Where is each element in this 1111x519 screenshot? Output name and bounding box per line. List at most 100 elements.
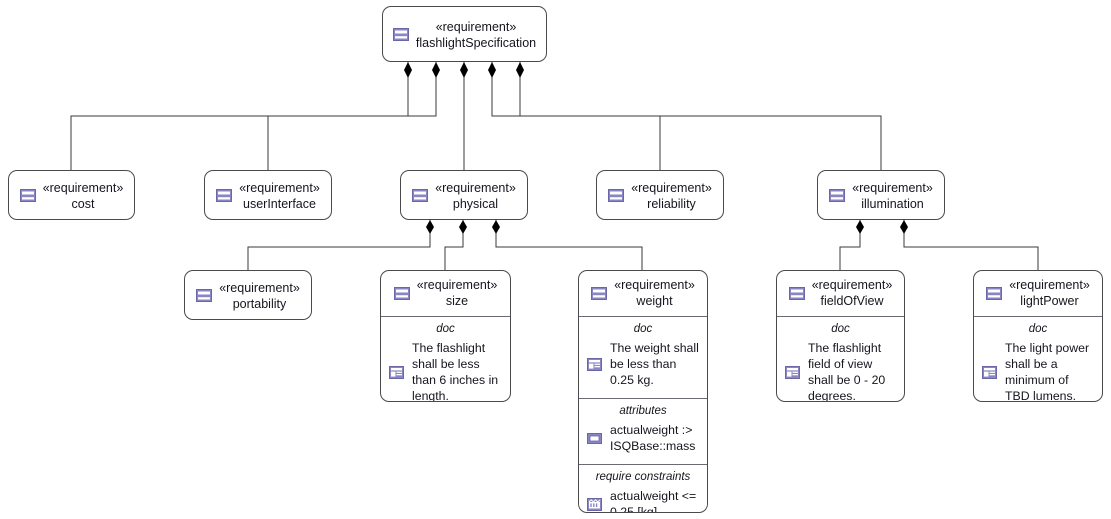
node-header: «requirement» lightPower — [974, 271, 1102, 316]
node-header: «requirement» weight — [579, 271, 707, 316]
compartment-text: The flashlight shall be less than 6 inch… — [412, 341, 499, 402]
requirement-icon — [986, 286, 1003, 300]
node-name: cost — [71, 196, 95, 211]
node-reliability[interactable]: «requirement» reliability — [596, 170, 724, 220]
requirement-icon — [412, 189, 429, 202]
node-userInterface[interactable]: «requirement» userInterface — [204, 170, 332, 220]
node-name: illumination — [861, 196, 924, 211]
node-header: «requirement» illumination — [818, 171, 944, 219]
node-stereotype: «requirement» — [435, 19, 517, 34]
node-stereotype: «requirement» — [811, 278, 893, 292]
node-name: fieldOfView — [820, 294, 884, 308]
compartment-text: actualweight <= 0.25 [kg] — [610, 488, 697, 513]
node-flashlightSpecification[interactable]: «requirement» flashlightSpecification — [382, 6, 547, 62]
node-size[interactable]: «requirement» size doc The flashlight sh… — [380, 270, 511, 402]
node-header: «requirement» size — [381, 271, 510, 316]
diamond-illumination-lightpower — [900, 220, 908, 234]
node-stereotype: «requirement» — [219, 280, 300, 295]
node-portability[interactable]: «requirement» portability — [184, 270, 312, 320]
node-title: «requirement» size — [417, 277, 498, 309]
node-title: «requirement» fieldOfView — [812, 277, 893, 309]
doc-icon — [587, 358, 602, 372]
diamond-spec-physical — [460, 62, 468, 78]
node-stereotype: «requirement» — [416, 278, 498, 292]
node-title: «requirement» physical — [435, 180, 516, 212]
compartment-title: doc — [1028, 323, 1048, 335]
edge-spec-illumination — [519, 62, 882, 170]
compartment-attributes: attributes actualweight :> ISQBase::mass — [579, 397, 707, 464]
compartment-body: The flashlight shall be less than 6 inch… — [381, 339, 510, 402]
diamond-physical-portability — [426, 220, 434, 234]
node-title: «requirement» portability — [219, 280, 300, 312]
edge-spec-userinterface — [267, 62, 437, 170]
requirement-icon — [608, 189, 625, 202]
node-lightPower[interactable]: «requirement» lightPower doc The light p… — [973, 270, 1103, 402]
compartment-body: The flashlight field of view shall be 0 … — [777, 339, 904, 402]
node-cost[interactable]: «requirement» cost — [8, 170, 135, 220]
diamond-physical-weight — [492, 220, 500, 234]
compartment-body: The light power shall be a minimum of TB… — [974, 339, 1102, 402]
compartment-body: actualweight <= 0.25 [kg] — [579, 487, 707, 513]
doc-icon — [982, 366, 997, 380]
node-weight[interactable]: «requirement» weight doc The weight shal… — [578, 270, 708, 513]
attribute-icon — [587, 433, 602, 445]
node-name: portability — [232, 296, 287, 311]
compartment-body: The weight shall be less than 0.25 kg. — [579, 339, 707, 398]
requirement-icon — [829, 189, 846, 202]
diamond-spec-illumination — [516, 62, 524, 78]
compartment-title: attributes — [619, 404, 667, 417]
node-title: «requirement» reliability — [631, 180, 712, 212]
compartment-text: The flashlight field of view shall be 0 … — [808, 341, 886, 402]
constraint-icon — [587, 498, 602, 512]
node-header: «requirement» fieldOfView — [777, 271, 904, 316]
diamond-spec-reliability — [488, 62, 496, 78]
requirement-icon — [591, 286, 608, 300]
requirement-icon — [196, 289, 213, 302]
node-header: «requirement» userInterface — [205, 171, 331, 219]
diamond-physical-size — [459, 220, 467, 234]
node-title: «requirement» lightPower — [1009, 277, 1090, 309]
node-stereotype: «requirement» — [631, 180, 712, 195]
compartment-title: require constraints — [595, 470, 691, 483]
compartment-doc: doc The light power shall be a minimum o… — [974, 316, 1102, 402]
compartment-doc: doc The flashlight shall be less than 6 … — [381, 316, 510, 402]
node-stereotype: «requirement» — [435, 180, 516, 195]
edge-physical-portability — [247, 220, 431, 270]
edge-physical-weight — [495, 220, 643, 270]
node-illumination[interactable]: «requirement» illumination — [817, 170, 945, 220]
diamond-spec-userinterface — [432, 62, 440, 78]
node-title: «requirement» cost — [43, 180, 124, 212]
compartment-title: doc — [436, 323, 455, 335]
node-title: «requirement» userInterface — [239, 180, 320, 212]
diamond-illumination-fieldofview — [856, 220, 864, 234]
node-name: physical — [452, 196, 499, 211]
node-name: reliability — [647, 196, 696, 211]
node-fieldOfView[interactable]: «requirement» fieldOfView doc The flashl… — [776, 270, 905, 402]
node-name: userInterface — [243, 196, 316, 211]
compartment-title: doc — [633, 323, 653, 335]
doc-icon — [785, 366, 800, 380]
node-header: «requirement» cost — [9, 171, 134, 219]
edge-illumination-lightpower — [903, 220, 1039, 270]
requirement-icon — [216, 189, 233, 202]
compartment-constraints: require constraints actualweight <= 0.25… — [579, 463, 707, 513]
node-title: «requirement» illumination — [852, 180, 933, 212]
node-name: size — [445, 294, 469, 308]
node-header: «requirement» portability — [185, 271, 311, 319]
edge-spec-reliability — [491, 62, 661, 170]
node-header: «requirement» reliability — [597, 171, 723, 219]
node-physical[interactable]: «requirement» physical — [400, 170, 528, 220]
compartment-body: actualweight :> ISQBase::mass — [579, 421, 707, 464]
requirement-icon — [788, 286, 805, 300]
node-header: «requirement» physical — [401, 171, 527, 219]
node-stereotype: «requirement» — [42, 180, 124, 195]
compartment-text: The light power shall be a minimum of TB… — [1005, 341, 1090, 402]
edge-illumination-fieldofview — [839, 220, 861, 270]
compartment-text: The weight shall be less than 0.25 kg. — [610, 341, 699, 387]
node-name: flashlightSpecification — [415, 35, 537, 50]
compartment-doc: doc The flashlight field of view shall b… — [777, 316, 904, 402]
requirement-icon — [19, 189, 36, 202]
requirement-icon — [393, 286, 410, 300]
node-name: weight — [636, 294, 673, 308]
